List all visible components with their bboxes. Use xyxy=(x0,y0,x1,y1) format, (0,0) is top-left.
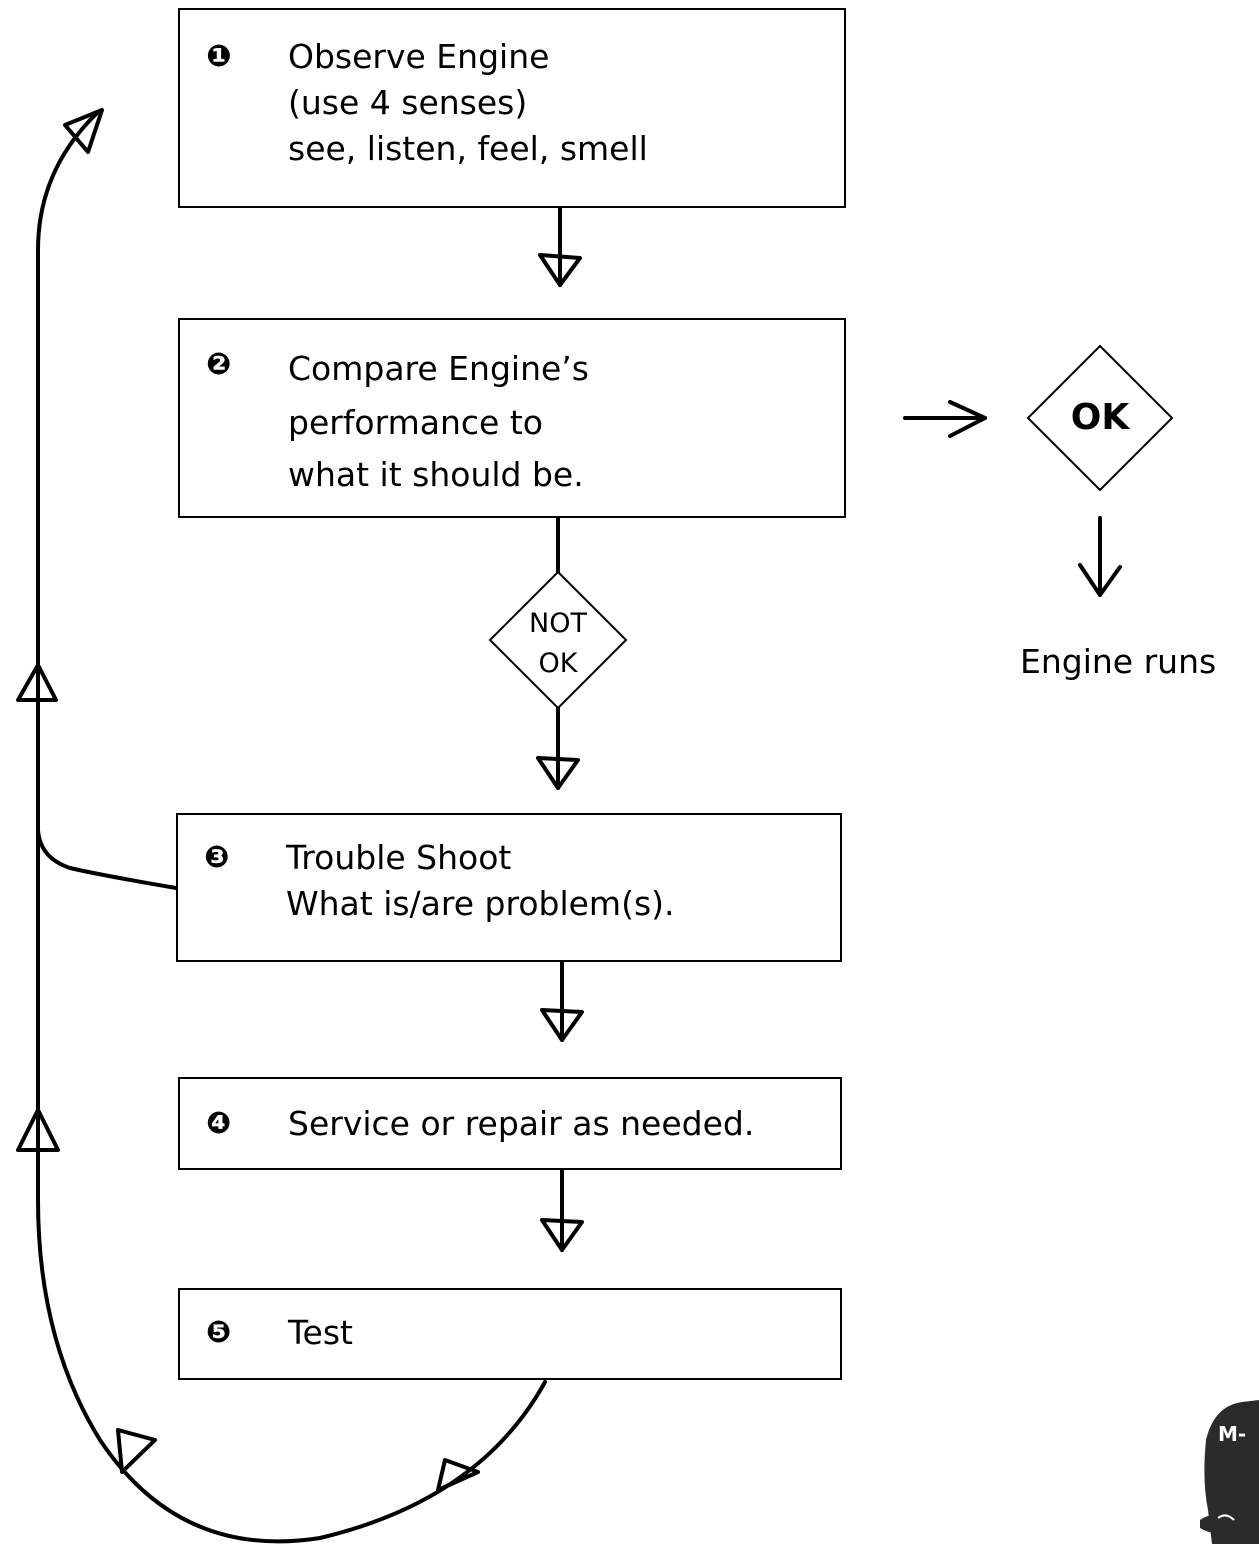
arrowhead-step3-to-step4 xyxy=(540,1008,584,1042)
arrowhead-to-ok xyxy=(948,400,987,438)
not-ok-label-line-1: NOT xyxy=(529,608,587,639)
step-2-line-1: Compare Engine’s xyxy=(288,349,589,388)
step-2-number: ❷ xyxy=(206,347,232,382)
step-5-line-1: Test xyxy=(288,1313,353,1352)
loop-arrowhead-bottom-left xyxy=(116,1428,157,1474)
ok-diamond xyxy=(1026,344,1174,492)
step-5-box: ❺ Test xyxy=(178,1288,842,1380)
step-5-number: ❺ xyxy=(206,1315,232,1350)
loop-arrowhead-mid xyxy=(16,663,58,702)
step-1-line-2: (use 4 senses) xyxy=(288,83,528,122)
engine-runs-label: Engine runs xyxy=(1020,642,1217,681)
feedback-loop xyxy=(36,110,547,1544)
mascot-label: M- xyxy=(1218,1422,1247,1446)
ok-label: OK xyxy=(1070,397,1130,438)
arrowhead-step4-to-step5 xyxy=(540,1218,584,1252)
step-3-line-2: What is/are problem(s). xyxy=(286,884,675,923)
step-3-line-1: Trouble Shoot xyxy=(286,838,512,877)
step-3-box: ❸ Trouble Shoot What is/are problem(s). xyxy=(176,813,842,962)
step-4-box: ❹ Service or repair as needed. xyxy=(178,1077,842,1170)
step-1-line-3: see, listen, feel, smell xyxy=(288,129,648,168)
loop-arrowhead-top xyxy=(63,108,104,154)
step-4-number: ❹ xyxy=(206,1106,232,1141)
step-2-line-2: performance to xyxy=(288,403,543,442)
arrowhead-step1-to-step2 xyxy=(538,253,582,287)
step-1-number: ❶ xyxy=(206,39,232,74)
step-2-line-3: what it should be. xyxy=(288,455,584,494)
not-ok-diamond xyxy=(488,570,628,710)
loop-arrowhead-low xyxy=(16,1108,60,1152)
step-4-line-1: Service or repair as needed. xyxy=(288,1104,755,1143)
mascot-figure: M- xyxy=(1200,1400,1259,1544)
step-2-box: ❷ Compare Engine’s performance to what i… xyxy=(178,318,846,518)
arrowhead-not-ok-to-step3 xyxy=(536,756,580,790)
line-step3-to-loop xyxy=(36,828,178,890)
mascot-icon xyxy=(1200,1400,1259,1544)
step-3-number: ❸ xyxy=(204,840,230,875)
step-1-box: ❶ Observe Engine (use 4 senses) see, lis… xyxy=(178,8,846,208)
loop-arrowhead-bottom-right xyxy=(436,1458,480,1492)
step-1-line-1: Observe Engine xyxy=(288,37,550,76)
arrowhead-ok-to-engine-runs xyxy=(1078,563,1122,597)
not-ok-label-line-2: OK xyxy=(538,648,578,679)
